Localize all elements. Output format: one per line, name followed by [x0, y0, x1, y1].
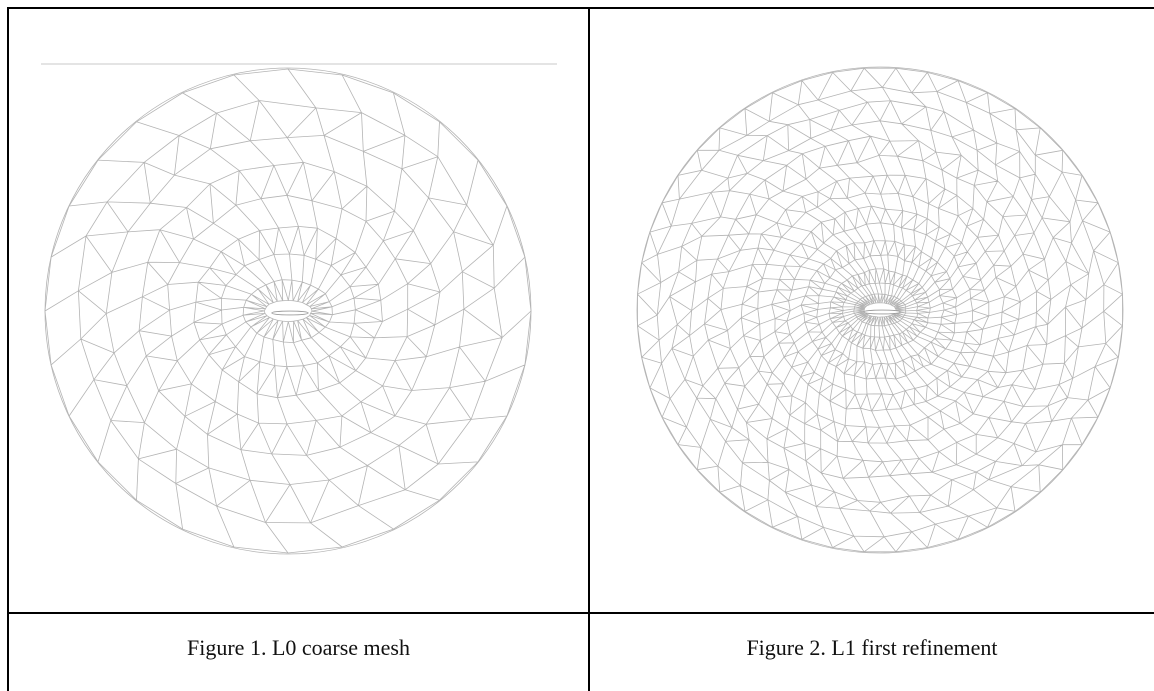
figure-1-panel [9, 9, 588, 612]
figure-1-caption: Figure 1. L0 coarse mesh [187, 635, 410, 660]
mesh-edges [44, 68, 532, 554]
coarse-mesh-image [41, 63, 557, 555]
table-border-center [588, 7, 590, 691]
outer-boundary [44, 67, 532, 555]
figure-2-panel [590, 9, 1154, 612]
mesh-lines [44, 67, 532, 555]
outer-boundary [636, 66, 1124, 554]
airfoil-shape [271, 310, 309, 316]
table-border-left [7, 7, 9, 691]
airfoil-shape [863, 309, 901, 315]
refined-mesh-image [636, 66, 1124, 554]
mesh-lines [636, 66, 1124, 554]
figure-2-caption: Figure 2. L1 first refinement [746, 635, 998, 660]
table-border-top [7, 7, 1154, 9]
table-border-middle [7, 612, 1154, 614]
